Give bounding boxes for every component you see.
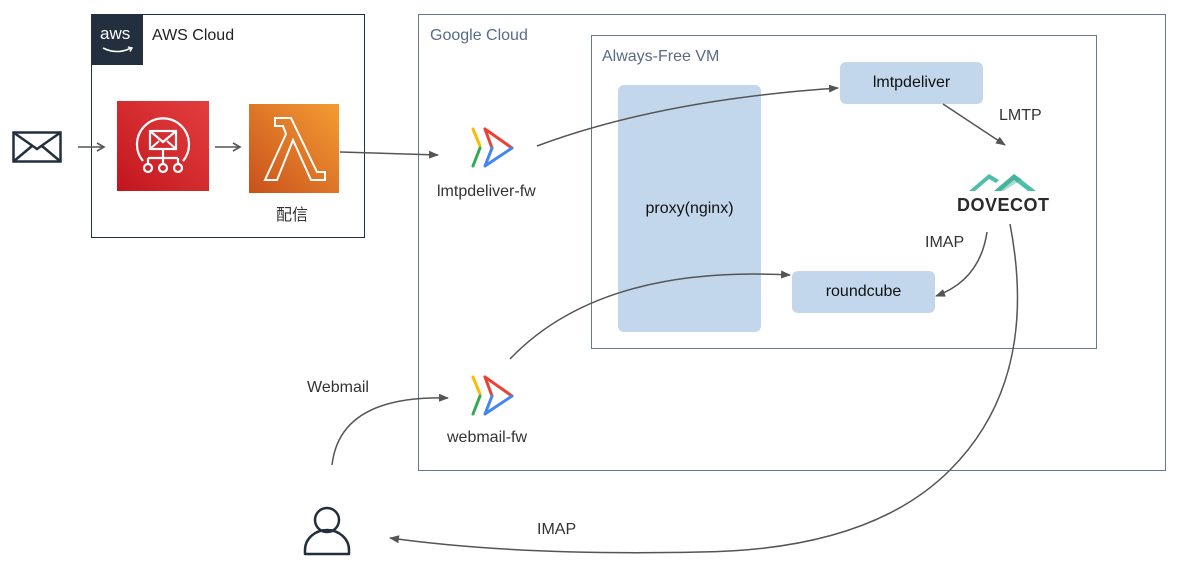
google-cloud-title: Google Cloud bbox=[430, 27, 528, 44]
edge-webmail-fw-to-roundcube bbox=[509, 270, 791, 360]
aws-smile-icon bbox=[102, 46, 134, 53]
vm-title: Always-Free VM bbox=[602, 48, 720, 65]
google-cloud-container: Google Cloud bbox=[418, 14, 1166, 471]
aws-logo: aws bbox=[92, 15, 143, 65]
firewall-webmail-icon[interactable] bbox=[470, 374, 516, 418]
lmtpdeliver-box[interactable]: lmtpdeliver bbox=[840, 62, 983, 104]
ses-mail-icon bbox=[117, 101, 209, 191]
edge-user-to-webmail-fw bbox=[331, 393, 449, 466]
aws-cloud-container: aws AWS Cloud bbox=[91, 14, 365, 238]
envelope-icon bbox=[12, 131, 62, 163]
edge-label-webmail: Webmail bbox=[307, 379, 369, 396]
edge-lmtpdeliver-to-dovecot bbox=[942, 103, 1006, 146]
always-free-vm-container: Always-Free VM bbox=[591, 35, 1097, 349]
roundcube-box[interactable]: roundcube bbox=[792, 271, 935, 313]
lambda-label: 配信 bbox=[276, 207, 309, 224]
edge-dovecot-to-user bbox=[389, 223, 1019, 554]
edge-dovecot-to-roundcube bbox=[935, 231, 988, 297]
user-icon bbox=[303, 506, 351, 556]
dovecot-label: DOVECOT bbox=[957, 195, 1050, 215]
edge-label-lmtp: LMTP bbox=[999, 107, 1042, 124]
lambda-icon bbox=[249, 104, 339, 193]
edge-fw-to-lmtpdeliver bbox=[536, 84, 839, 147]
lmtpdeliver-label: lmtpdeliver bbox=[872, 74, 951, 91]
aws-logo-text: aws bbox=[100, 24, 131, 43]
proxy-label: proxy(nginx) bbox=[645, 199, 734, 217]
proxy-nginx-box[interactable]: proxy(nginx) bbox=[618, 85, 761, 332]
edge-label-imap-internal: IMAP bbox=[925, 234, 965, 251]
dovecot-logo-icon bbox=[969, 174, 1036, 191]
aws-cloud-title: AWS Cloud bbox=[152, 27, 235, 44]
firewall-lmtpdeliver-label: lmtpdeliver-fw bbox=[437, 183, 536, 200]
firewall-webmail-label: webmail-fw bbox=[447, 429, 528, 446]
edge-label-imap-external: IMAP bbox=[537, 521, 577, 538]
roundcube-label: roundcube bbox=[825, 283, 902, 300]
firewall-lmtpdeliver-icon[interactable] bbox=[470, 126, 516, 170]
edge-lambda-to-fw bbox=[339, 150, 439, 159]
